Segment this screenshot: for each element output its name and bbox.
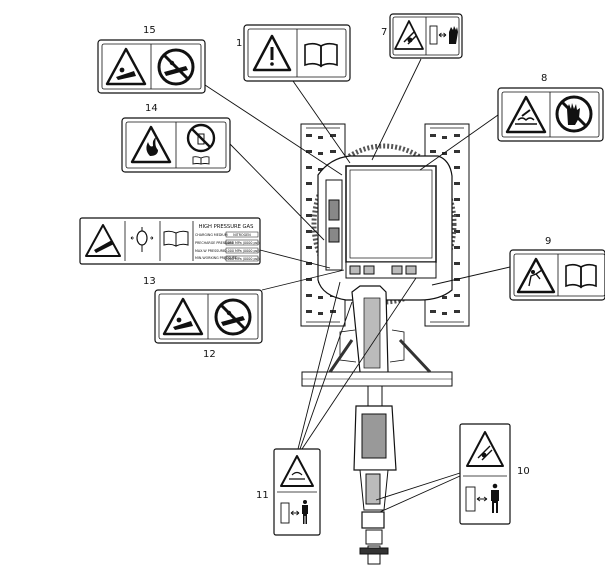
decal-7: [389, 13, 463, 59]
decal-14: [121, 117, 231, 173]
manual-book-icon: [163, 230, 189, 247]
crush-hazard-icon: [105, 47, 147, 86]
callout-7: 7: [381, 27, 387, 38]
decal-11: [273, 448, 321, 536]
no-step-icon: [157, 48, 195, 86]
gas-row-label: PRECHARGE PRESSURE: [195, 241, 234, 245]
manual-book-icon: [565, 263, 597, 289]
decal-12: [154, 289, 263, 344]
gas-row-value: 0.000 MPa (0000 psi): [225, 249, 260, 253]
decal-8: [497, 87, 604, 142]
upper-structure: [317, 155, 453, 301]
manual-book-icon: [192, 156, 210, 165]
gas-row-value: NITROGEN: [233, 233, 251, 237]
crush-hazard-icon: [162, 297, 204, 336]
callout-9: 9: [545, 236, 551, 247]
callout-12: 12: [203, 349, 216, 360]
keep-distance-icon: [465, 483, 499, 513]
gas-row-label: MIN.WORKING PRESSURE: [195, 256, 237, 260]
boom-arm: [301, 285, 453, 565]
callout-11: 11: [256, 490, 269, 501]
gas-decal-title: HIGH PRESSURE GAS: [199, 224, 254, 230]
manual-book-icon: [304, 42, 338, 68]
keep-distance-icon: [280, 500, 308, 524]
crush-hazard-icon: [85, 224, 121, 257]
callout-1: 1: [236, 38, 242, 49]
callout-13: 13: [143, 276, 156, 287]
crush-hazard-icon: [466, 431, 504, 467]
callout-15: 15: [143, 25, 156, 36]
excavator-top-view: [300, 123, 470, 565]
callout-14: 14: [145, 103, 158, 114]
gas-row-label: CHARGING MEDIUM: [195, 233, 228, 237]
decal-15: [97, 39, 206, 94]
no-touch-icon: [555, 95, 593, 133]
decal-13: HIGH PRESSURE GAS CHARGING MEDIUM NITROG…: [79, 217, 261, 265]
decal-1: [243, 24, 351, 82]
warning-triangle-icon: [516, 257, 556, 294]
callout-10: 10: [517, 466, 530, 477]
decal-10: [459, 423, 511, 525]
no-step-icon: [214, 298, 252, 336]
gas-row-label: MAX.W PRESSURE: [195, 249, 225, 253]
warning-triangle-icon: [252, 34, 292, 72]
gas-row-value: 0.000 MPa (0000 psi): [225, 241, 260, 245]
keep-distance-icon: [429, 25, 458, 45]
crush-hazard-icon: [280, 455, 314, 487]
no-open-flame-icon: [186, 123, 216, 153]
crush-hazard-icon: [394, 20, 424, 50]
accumulator-icon: [130, 227, 154, 252]
gas-row-value: 0.000 MPa (0000 psi): [225, 257, 260, 261]
fire-hazard-icon: [130, 125, 172, 164]
callout-8: 8: [541, 73, 547, 84]
leader-lines: [204, 58, 511, 513]
decal-9: [509, 249, 605, 301]
hot-surface-icon: [505, 95, 547, 134]
